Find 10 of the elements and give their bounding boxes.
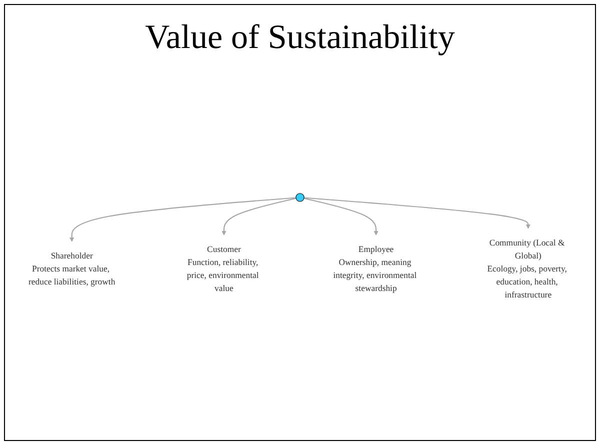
- node-text: Shareholder Protects market value, reduce liabilities, growth: [28, 251, 116, 287]
- node-circle: [296, 192, 304, 202]
- node-text: Employee Ownership, meaning integrity, environmental stewardship: [333, 244, 417, 294]
- node-text: Community (Local & Global) Ecology, jobs, poverty, education, health, infrastructure: [487, 238, 567, 300]
- arrow: [304, 198, 378, 236]
- diagram-title: Value of Sustainability: [145, 19, 455, 57]
- arrow: [304, 196, 531, 229]
- arrow: [69, 196, 296, 242]
- arrow: [222, 198, 296, 236]
- node-text: Customer Function, reliability, price, environmental value: [186, 244, 259, 294]
